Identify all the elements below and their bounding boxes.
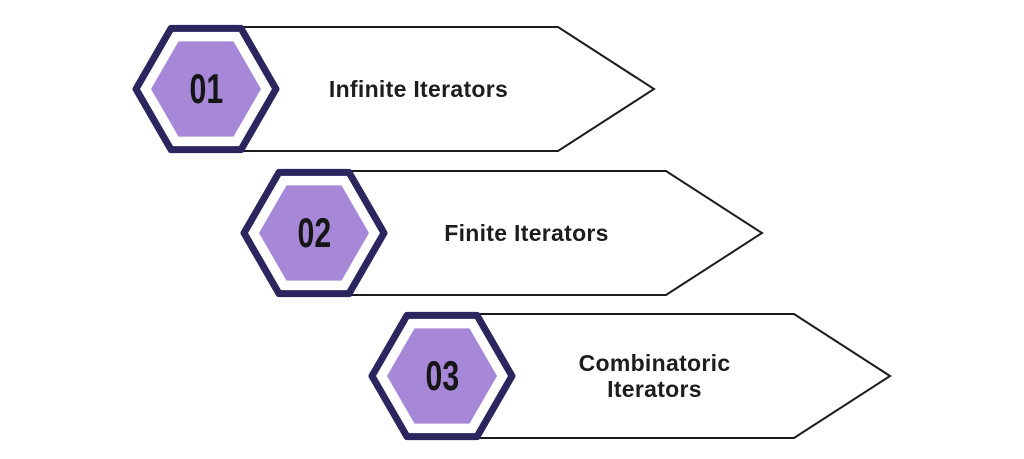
step-1-banner: 01 Infinite Iterators <box>132 24 658 154</box>
hexagon-badge <box>368 311 516 441</box>
hexagon-badge <box>132 24 280 154</box>
step-number: 02 <box>297 209 331 256</box>
step-number: 01 <box>189 65 223 112</box>
step-3-banner: 03 Combinatoric Iterators <box>368 311 894 441</box>
step-label: Finite Iterators <box>444 219 609 246</box>
step-label: Combinatoric Iterators <box>578 349 731 402</box>
step-2-banner: 02 Finite Iterators <box>240 168 766 298</box>
hexagon-badge <box>240 168 388 298</box>
step-number: 03 <box>425 352 459 399</box>
step-label: Infinite Iterators <box>328 75 509 102</box>
